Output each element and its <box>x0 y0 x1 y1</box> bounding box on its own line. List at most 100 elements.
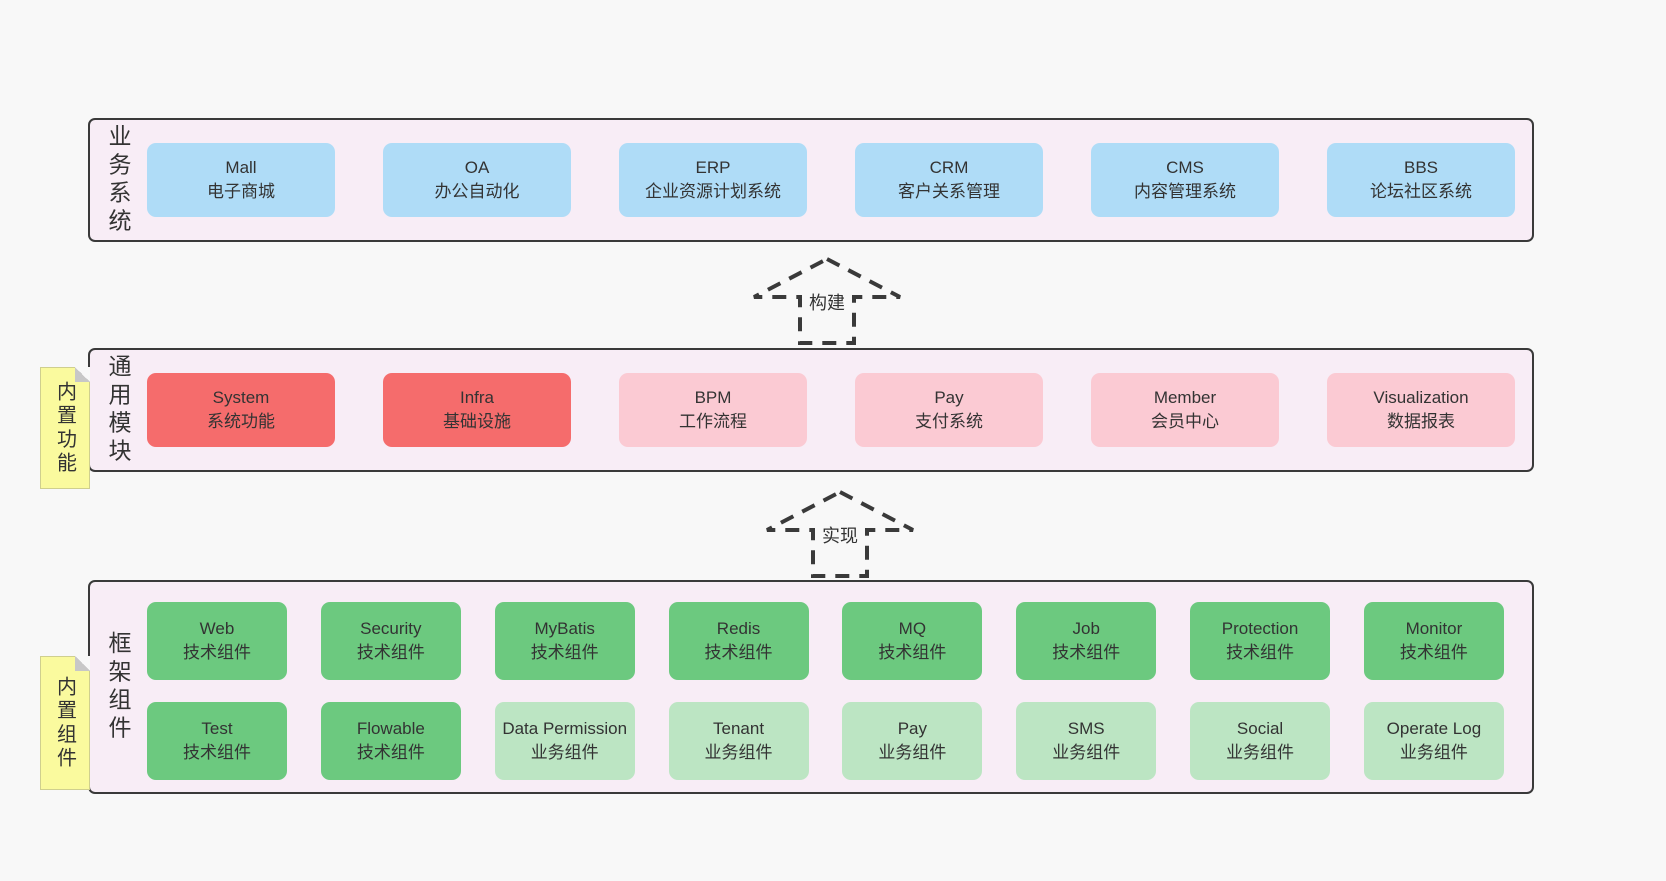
box-title: Monitor <box>1405 618 1463 638</box>
box-subtitle: 技术组件 <box>356 643 425 662</box>
box-title: Protection <box>1221 618 1299 638</box>
box-title: Data Permission <box>502 718 628 738</box>
box-title: Infra <box>459 387 495 407</box>
box-subtitle: 业务组件 <box>1052 743 1121 762</box>
box-pay: Pay 业务组件 <box>842 702 983 780</box>
sticky-note-built-in-components: 内置组件 <box>40 656 90 790</box>
box-subtitle: 数据报表 <box>1387 412 1455 431</box>
box-title: CMS <box>1166 157 1204 177</box>
box-job: Job 技术组件 <box>1016 602 1157 680</box>
box-security: Security 技术组件 <box>320 602 461 680</box>
build-arrow: 构建 <box>750 255 904 347</box>
box-title: Mall <box>225 157 257 177</box>
box-oa: OA 办公自动化 <box>383 143 571 217</box>
sticky-note-label: 内置组件 <box>53 675 76 771</box>
band-business-systems: 业务系统 Mall 电子商城 OA 办公自动化 ERP 企业资源计划系统 CRM… <box>88 118 1534 242</box>
box-title: MQ <box>898 618 927 638</box>
box-title: System <box>212 387 270 407</box>
dashed-up-arrow-icon <box>766 489 914 578</box>
box-title: MyBatis <box>534 618 595 638</box>
box-row: Mall 电子商城 OA 办公自动化 ERP 企业资源计划系统 CRM 客户关系… <box>147 143 1515 217</box>
box-erp: ERP 企业资源计划系统 <box>619 143 807 217</box>
box-title: ERP <box>695 157 731 177</box>
box-title: BBS <box>1403 157 1439 177</box>
box-title: Security <box>360 618 422 638</box>
box-subtitle: 会员中心 <box>1151 412 1219 431</box>
box-data-permission: Data Permission 业务组件 <box>494 702 635 780</box>
box-bpm: BPM 工作流程 <box>619 373 807 447</box>
build-arrow-label: 构建 <box>805 288 849 316</box>
box-title: Operate Log <box>1386 718 1482 738</box>
box-row: System 系统功能 Infra 基础设施 BPM 工作流程 Pay 支付系统… <box>147 373 1515 447</box>
box-subtitle: 技术组件 <box>1399 643 1468 662</box>
box-social: Social 业务组件 <box>1190 702 1331 780</box>
box-subtitle: 业务组件 <box>1399 743 1468 762</box>
box-bbs: BBS 论坛社区系统 <box>1327 143 1515 217</box>
box-title: Tenant <box>713 718 765 738</box>
box-mall: Mall 电子商城 <box>147 143 335 217</box>
box-title: Redis <box>716 618 761 638</box>
box-title: Pay <box>934 387 964 407</box>
box-cms: CMS 内容管理系统 <box>1091 143 1279 217</box>
box-subtitle: 论坛社区系统 <box>1370 182 1472 201</box>
box-subtitle: 技术组件 <box>704 643 773 662</box>
box-title: Test <box>201 718 233 738</box>
box-title: Visualization <box>1373 387 1469 407</box>
box-subtitle: 业务组件 <box>530 743 599 762</box>
box-crm: CRM 客户关系管理 <box>855 143 1043 217</box>
box-operate-log: Operate Log 业务组件 <box>1363 702 1504 780</box>
box-subtitle: 企业资源计划系统 <box>645 182 781 201</box>
box-subtitle: 技术组件 <box>183 643 251 662</box>
box-subtitle: 技术组件 <box>1052 643 1121 662</box>
implement-arrow-label: 实现 <box>818 521 862 549</box>
box-subtitle: 技术组件 <box>356 743 425 762</box>
box-title: OA <box>464 157 490 177</box>
box-subtitle: 客户关系管理 <box>898 182 1000 201</box>
box-row: Web 技术组件 Security 技术组件 MyBatis 技术组件 Redi… <box>147 602 1504 680</box>
dashed-up-arrow-icon <box>753 256 901 345</box>
box-title: Flowable <box>356 718 425 738</box>
box-mq: MQ 技术组件 <box>842 602 983 680</box>
band-label-common-modules: 通用模块 <box>105 353 131 467</box>
box-title: Member <box>1153 387 1217 407</box>
box-pay: Pay 支付系统 <box>855 373 1043 447</box>
box-subtitle: 业务组件 <box>878 743 947 762</box>
box-subtitle: 工作流程 <box>679 412 747 431</box>
sticky-note-built-in-features: 内置功能 <box>40 367 90 489</box>
box-subtitle: 技术组件 <box>183 743 251 762</box>
band-label-framework-components: 框架组件 <box>105 630 131 744</box>
box-subtitle: 业务组件 <box>1226 743 1295 762</box>
box-title: SMS <box>1067 718 1105 738</box>
box-system: System 系统功能 <box>147 373 335 447</box>
box-subtitle: 技术组件 <box>1226 643 1295 662</box>
box-row: Test 技术组件 Flowable 技术组件 Data Permission … <box>147 702 1504 780</box>
box-member: Member 会员中心 <box>1091 373 1279 447</box>
box-subtitle: 技术组件 <box>878 643 947 662</box>
box-web: Web 技术组件 <box>147 602 287 680</box>
box-monitor: Monitor 技术组件 <box>1363 602 1504 680</box>
box-title: CRM <box>929 157 969 177</box>
box-subtitle: 支付系统 <box>915 412 983 431</box>
box-title: Pay <box>897 718 928 738</box>
box-subtitle: 业务组件 <box>704 743 773 762</box>
box-subtitle: 内容管理系统 <box>1134 182 1236 201</box>
box-title: Social <box>1236 718 1284 738</box>
box-tenant: Tenant 业务组件 <box>668 702 809 780</box>
box-title: Web <box>199 618 235 638</box>
box-sms: SMS 业务组件 <box>1016 702 1157 780</box>
implement-arrow: 实现 <box>763 488 917 580</box>
band-label-business-systems: 业务系统 <box>105 123 131 237</box>
box-infra: Infra 基础设施 <box>383 373 571 447</box>
box-subtitle: 基础设施 <box>443 412 511 431</box>
band-framework-components: 内置组件 框架组件 Web 技术组件 Security 技术组件 MyBatis… <box>40 580 1534 794</box>
box-title: Job <box>1072 618 1100 638</box>
box-subtitle: 办公自动化 <box>434 182 520 201</box>
band-common-modules: 内置功能 通用模块 System 系统功能 Infra 基础设施 BPM 工作流… <box>40 348 1534 489</box>
box-protection: Protection 技术组件 <box>1190 602 1331 680</box>
box-subtitle: 系统功能 <box>207 412 275 431</box>
box-subtitle: 电子商城 <box>207 182 275 201</box>
box-test: Test 技术组件 <box>147 702 287 780</box>
box-title: BPM <box>694 387 732 407</box>
sticky-note-label: 内置功能 <box>53 380 76 476</box>
